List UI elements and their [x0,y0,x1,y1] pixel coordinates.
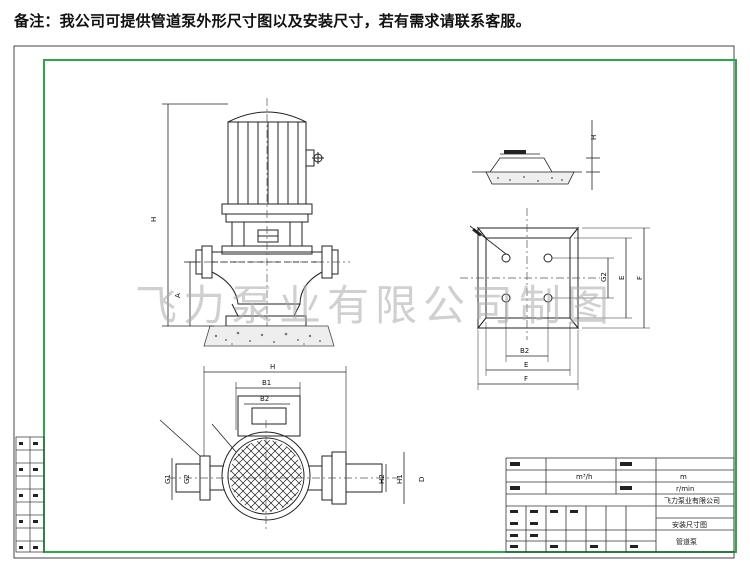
dim-label-G1: G1 [164,474,172,484]
dim-label-B2: B2 [260,395,269,403]
drawing-border [43,59,737,553]
dim-label-G2: G2 [183,474,191,484]
front-dimensions [162,103,228,327]
front-view [188,98,350,347]
dim-label-G2-plan: G2 [600,272,608,282]
unit-flow: m³/h [576,473,592,481]
dim-label-H-front: H [150,217,158,222]
foundation-texture [214,331,321,345]
dim-label-A: A [174,293,182,298]
title-block [505,457,735,553]
revision-strip [15,436,45,553]
dim-label-B1: B1 [262,379,271,387]
plan-callout-text-block [472,228,482,237]
dim-label-H-top: H [270,363,275,371]
drawing-name: 安装尺寸图 [672,520,707,529]
dim-label-E-side: E [618,276,626,280]
unit-speed: r/min [676,485,694,493]
outer-frame [13,45,735,559]
dim-label-H-detail: H [590,135,598,140]
watermark: 飞力泵业有限公司制图 [135,281,616,330]
dim-label-D: D [418,477,426,482]
grout-texture [497,176,563,182]
grout-callout-text-block [504,150,526,154]
dim-label-B2-plan: B2 [520,347,529,355]
company-name: 飞力泵业有限公司 [664,496,720,505]
grout-detail [472,120,600,190]
foundation-plan [460,208,650,390]
dim-label-H2: H2 [378,474,386,484]
unit-head: m [680,473,687,481]
header-note: 备注：我公司可提供管道泵外形尺寸图以及安装尺寸，若有需求请联系客服。 [14,12,531,30]
top-view [159,366,405,530]
dim-label-F-plan: F [524,375,528,383]
dim-label-E-plan: E [524,361,528,369]
dim-label-H1: H1 [396,474,404,484]
drawing-type: 管道泵 [676,537,697,546]
dim-label-F-side: F [636,276,644,280]
title-block-marks [510,462,638,548]
